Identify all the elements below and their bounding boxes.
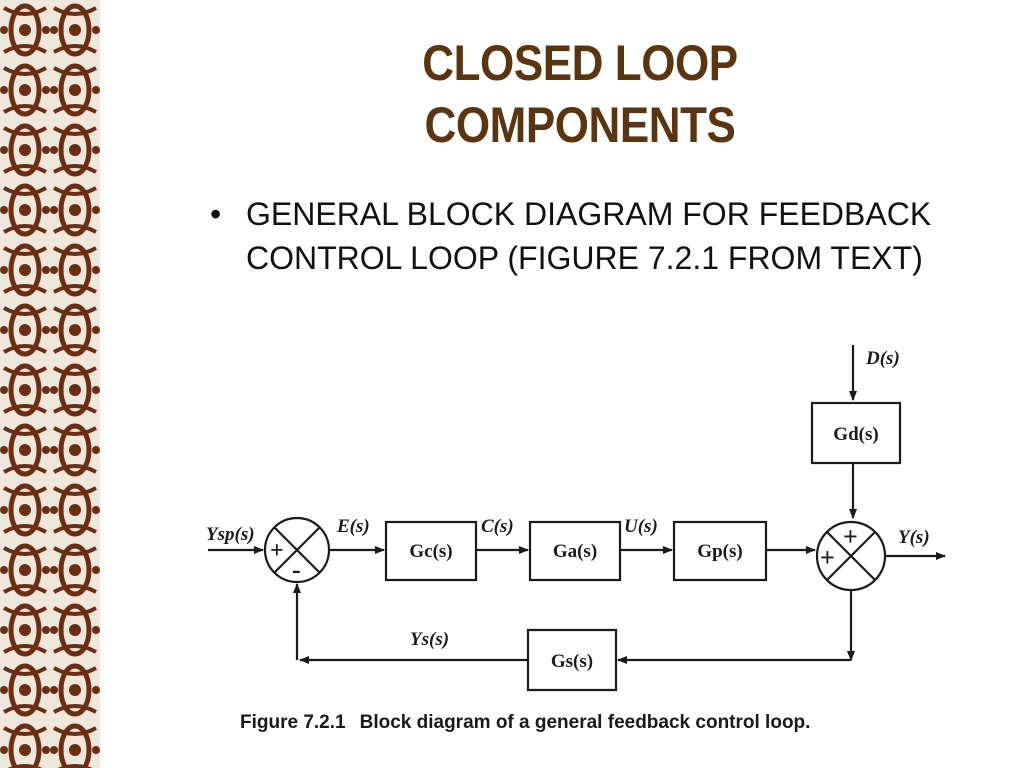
summer-top-plus-sign: +: [843, 522, 858, 551]
bullet-list: • GENERAL BLOCK DIAGRAM FOR FEEDBACK CON…: [210, 192, 990, 280]
ornamental-border: [0, 0, 100, 768]
block-diagram: Ysp(s) E(s) C(s) U(s) D(s) Y(s) Ys(s) Gc…: [206, 345, 946, 692]
process-block-label: Gp(s): [697, 541, 742, 562]
figure-number: Figure 7.2.1: [240, 712, 346, 733]
slide-title-line-2: COMPONENTS: [424, 97, 736, 153]
sensor-block-label: Gs(s): [551, 651, 593, 672]
disturbance-block-label: Gd(s): [833, 424, 878, 445]
disturbance-block: [810, 401, 902, 465]
comparator-minus-sign: -: [292, 555, 301, 584]
comparator-plus-sign: +: [270, 538, 284, 564]
sensor-output-label: Ys(s): [410, 629, 449, 650]
slide-title-line-1: CLOSED LOOP: [422, 35, 738, 91]
controller-block-label: Gc(s): [409, 541, 452, 562]
summer-left-plus-sign: +: [820, 543, 835, 572]
actuator-block-label: Ga(s): [553, 541, 597, 562]
bullet-text: GENERAL BLOCK DIAGRAM FOR FEEDBACK CONTR…: [246, 196, 932, 276]
output-signal-label: Y(s): [898, 527, 930, 548]
slide-title: CLOSED LOOP COMPONENTS: [369, 32, 791, 156]
controller-output-label: C(s): [481, 516, 514, 537]
input-signal-label: Ysp(s): [206, 524, 255, 545]
figure-caption: Figure 7.2.1 Block diagram of a general f…: [240, 712, 940, 734]
actuator-output-label: U(s): [624, 516, 658, 537]
disturbance-signal-label: D(s): [865, 348, 900, 369]
figure-caption-text: Block diagram of a general feedback cont…: [359, 712, 811, 733]
bullet-marker: •: [210, 196, 222, 232]
error-signal-label: E(s): [336, 516, 370, 537]
